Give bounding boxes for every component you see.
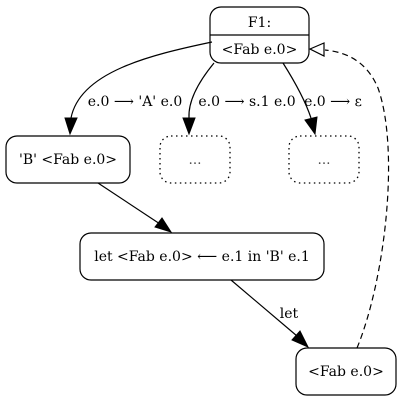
- node-let-label: let <Fab e.0> ⟵ e.1 in 'B' e.1: [94, 249, 310, 265]
- node-placeholder-2-box: [288, 135, 360, 184]
- edge-branch-1-line: [70, 41, 213, 119]
- edge-branch-2-arrowhead: [182, 117, 196, 136]
- edge-back-reference-arrowhead: [308, 42, 325, 57]
- edge-let: let: [230, 279, 310, 349]
- edge-branch-3: e.0 ⟶ ε: [282, 62, 362, 136]
- edge-branch-2-line: [188, 62, 215, 119]
- edge-to-let-arrowhead: [154, 217, 173, 233]
- edge-let-arrowhead: [291, 330, 310, 349]
- edge-branch-3-line: [282, 62, 312, 119]
- node-let-box: [79, 232, 325, 281]
- edge-back-reference: [308, 42, 390, 349]
- edge-let-line: [230, 279, 298, 337]
- node-placeholder-1: …: [159, 135, 231, 184]
- edge-branch-1-arrowhead: [64, 117, 78, 136]
- edge-branch-3-arrowhead: [304, 116, 318, 136]
- edge-let-label: let: [280, 306, 299, 322]
- edge-branch-1-label: e.0 ⟶ 'A' e.0: [88, 94, 183, 110]
- edge-branch-2: e.0 ⟶ s.1 e.0: [182, 62, 296, 136]
- edge-to-let-line: [97, 182, 161, 225]
- node-fab-call: <Fab e.0>: [295, 347, 397, 396]
- edge-branch-3-label: e.0 ⟶ ε: [304, 94, 362, 110]
- node-let: let <Fab e.0> ⟵ e.1 in 'B' e.1: [79, 232, 325, 281]
- node-placeholder-1-box: [159, 135, 231, 184]
- node-b-fab-box: [5, 135, 131, 184]
- node-b-fab-label: 'B' <Fab e.0>: [19, 152, 117, 168]
- node-b-fab: 'B' <Fab e.0>: [5, 135, 131, 184]
- edge-to-let: [97, 182, 173, 233]
- node-placeholder-2-label: …: [318, 153, 331, 168]
- node-f1: F1: <Fab e.0>: [209, 6, 310, 64]
- edge-branch-2-label: e.0 ⟶ s.1 e.0: [198, 94, 295, 110]
- node-placeholder-2: …: [288, 135, 360, 184]
- edge-back-reference-line: [324, 49, 390, 349]
- node-placeholder-1-label: …: [189, 153, 202, 168]
- node-fab-call-label: <Fab e.0>: [308, 364, 384, 380]
- node-fab-call-box: [295, 347, 397, 396]
- node-f1-title: F1:: [248, 15, 271, 31]
- node-f1-body: <Fab e.0>: [222, 42, 298, 58]
- edge-branch-1: e.0 ⟶ 'A' e.0: [64, 41, 213, 136]
